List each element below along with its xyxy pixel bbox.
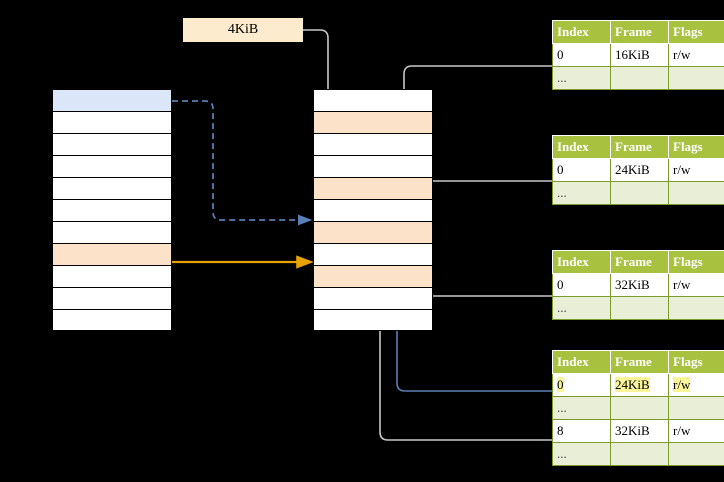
physical-cell-2 [313, 133, 433, 155]
cell-index: 0 [552, 158, 611, 182]
table-row[interactable]: ... [552, 396, 724, 420]
cell-frame: 24KiB [610, 373, 669, 397]
cell-flags [668, 442, 724, 466]
cell-flags: r/w [668, 158, 724, 182]
column-header-flags: Flags [668, 250, 724, 274]
column-header-frame: Frame [610, 250, 669, 274]
cell-index: ... [552, 66, 611, 90]
virtual-cell-9 [52, 287, 172, 309]
cell-index: 0 [552, 273, 611, 297]
virtual-cell-10 [52, 309, 172, 331]
column-header-index: Index [552, 20, 611, 44]
physical-cell-7 [313, 243, 433, 265]
highlighted-value: 0 [557, 377, 564, 392]
physical-cell-3 [313, 155, 433, 177]
size-label-4kib: 4KiB [183, 18, 303, 42]
cell-flags: r/w [668, 373, 724, 397]
cell-frame: 32KiB [610, 419, 669, 443]
cell-flags: r/w [668, 43, 724, 67]
column-header-frame: Frame [610, 135, 669, 159]
cell-frame: 16KiB [610, 43, 669, 67]
cell-index: 0 [552, 43, 611, 67]
virtual-cell-5 [52, 199, 172, 221]
virtual-cell-1 [52, 111, 172, 133]
cell-flags [668, 296, 724, 320]
table-row[interactable]: ... [552, 66, 724, 90]
virtual-cell-6 [52, 221, 172, 243]
cell-frame: 32KiB [610, 273, 669, 297]
virtual-cell-0 [52, 89, 172, 111]
physical-cell-10 [313, 309, 433, 331]
cell-frame [610, 66, 669, 90]
column-header-index: Index [552, 135, 611, 159]
column-header-frame: Frame [610, 20, 669, 44]
physical-cell-6 [313, 221, 433, 243]
physical-cell-9 [313, 287, 433, 309]
virtual-cell-3 [52, 155, 172, 177]
physical-cell-1 [313, 111, 433, 133]
physical-cell-4 [313, 177, 433, 199]
virtual-cell-8 [52, 265, 172, 287]
physical-address-space [313, 89, 433, 331]
column-header-flags: Flags [668, 135, 724, 159]
table-row[interactable]: 0 24KiB r/w [552, 373, 724, 397]
table-row[interactable]: ... [552, 181, 724, 205]
column-header-flags: Flags [668, 20, 724, 44]
cell-index: ... [552, 442, 611, 466]
cell-flags: r/w [668, 273, 724, 297]
highlighted-value: 24KiB [615, 377, 650, 392]
cell-frame: 24KiB [610, 158, 669, 182]
physical-cell-5 [313, 199, 433, 221]
cell-flags [668, 66, 724, 90]
highlighted-value: r/w [673, 377, 691, 392]
wire-virtual-to-physical-dashed [172, 100, 313, 226]
cell-frame [610, 181, 669, 205]
physical-cell-8 [313, 265, 433, 287]
table-row[interactable]: ... [552, 442, 724, 466]
column-header-index: Index [552, 350, 611, 374]
cell-index: 8 [552, 419, 611, 443]
cell-index: ... [552, 181, 611, 205]
physical-cell-0 [313, 89, 433, 111]
cell-index: ... [552, 396, 611, 420]
virtual-cell-2 [52, 133, 172, 155]
cell-index: ... [552, 296, 611, 320]
cell-index: 0 [552, 373, 611, 397]
cell-frame [610, 396, 669, 420]
cell-flags [668, 396, 724, 420]
column-header-flags: Flags [668, 350, 724, 374]
cell-flags: r/w [668, 419, 724, 443]
virtual-cell-4 [52, 177, 172, 199]
table-row[interactable]: ... [552, 296, 724, 320]
virtual-address-space [52, 89, 172, 331]
cell-frame [610, 296, 669, 320]
cell-frame [610, 442, 669, 466]
column-header-index: Index [552, 250, 611, 274]
column-header-frame: Frame [610, 350, 669, 374]
virtual-cell-7 [52, 243, 172, 265]
cell-flags [668, 181, 724, 205]
